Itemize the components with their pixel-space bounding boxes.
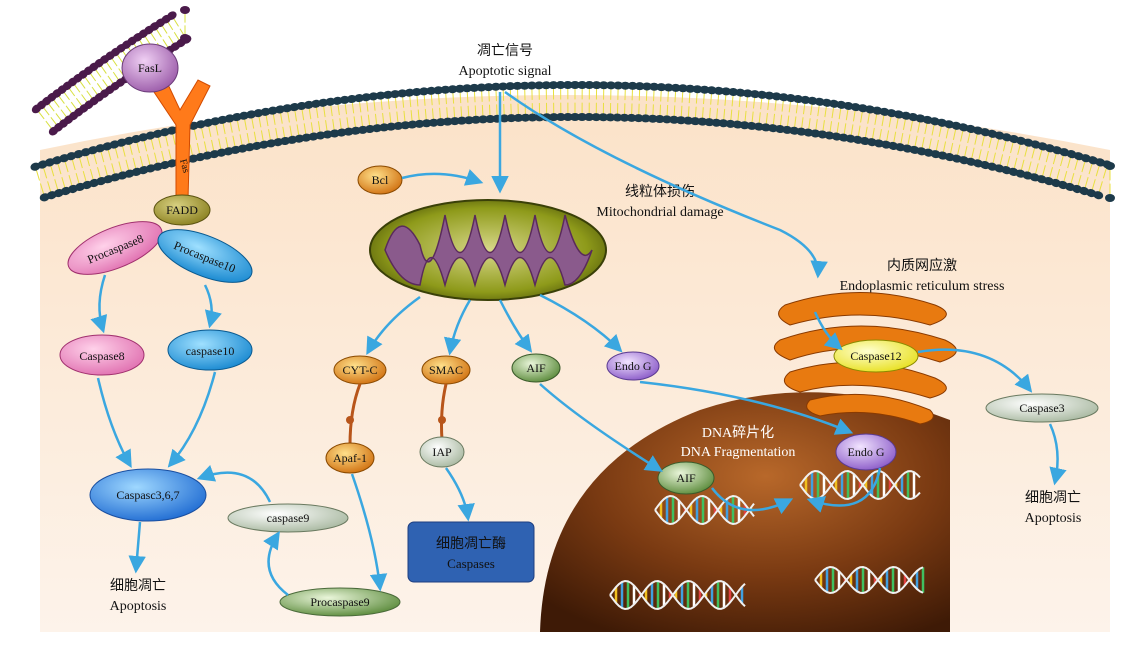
er-zh: 内质网应激 (887, 257, 957, 274)
caspase8-label: Caspase8 (79, 349, 124, 363)
endog-nuc-label: Endo G (848, 445, 885, 459)
fadd-label: FADD (166, 203, 198, 217)
mitochondrion (370, 200, 606, 300)
fasl-label: FasL (138, 61, 162, 75)
caspase9-label: caspase9 (267, 511, 310, 525)
procaspase9-label: Procaspase9 (310, 595, 369, 609)
apaf1-label: Apaf-1 (333, 451, 367, 465)
endog-label: Endo G (615, 359, 652, 373)
mito-en: Mitochondrial damage (596, 205, 723, 220)
er-en: Endoplasmic reticulum stress (840, 279, 1005, 294)
mito-zh: 线粒体损伤 (625, 184, 695, 200)
apoptosis-left-zh: 细胞凋亡 (110, 578, 166, 594)
apoptosis-right-en: Apoptosis (1025, 511, 1082, 526)
caspases-box-zh: 细胞凋亡酶 (436, 536, 506, 552)
smac-label: SMAC (429, 363, 463, 377)
caspase10-label: caspase10 (186, 344, 235, 358)
caspases-box (408, 522, 534, 582)
cytc-label: CYT-C (343, 363, 378, 377)
apoptosis-left-en: Apoptosis (110, 599, 167, 614)
signal-en: Apoptotic signal (459, 64, 552, 79)
apoptosis-right-zh: 细胞凋亡 (1025, 490, 1081, 506)
signal-zh: 凋亡信号 (477, 43, 533, 59)
aif-label: AIF (526, 361, 546, 375)
caspase3-label: Caspase3 (1019, 401, 1064, 415)
aif-nuc-label: AIF (676, 471, 696, 485)
caspase367-label: Caspasc3,6,7 (116, 488, 179, 502)
caspase12-label: Caspase12 (850, 349, 901, 363)
caspases-box-en: Caspases (447, 556, 495, 571)
bcl-label: Bcl (372, 173, 389, 187)
iap-label: IAP (432, 445, 452, 459)
dna-en: DNA Fragmentation (681, 445, 796, 460)
dna-zh: DNA碎片化 (702, 425, 774, 441)
